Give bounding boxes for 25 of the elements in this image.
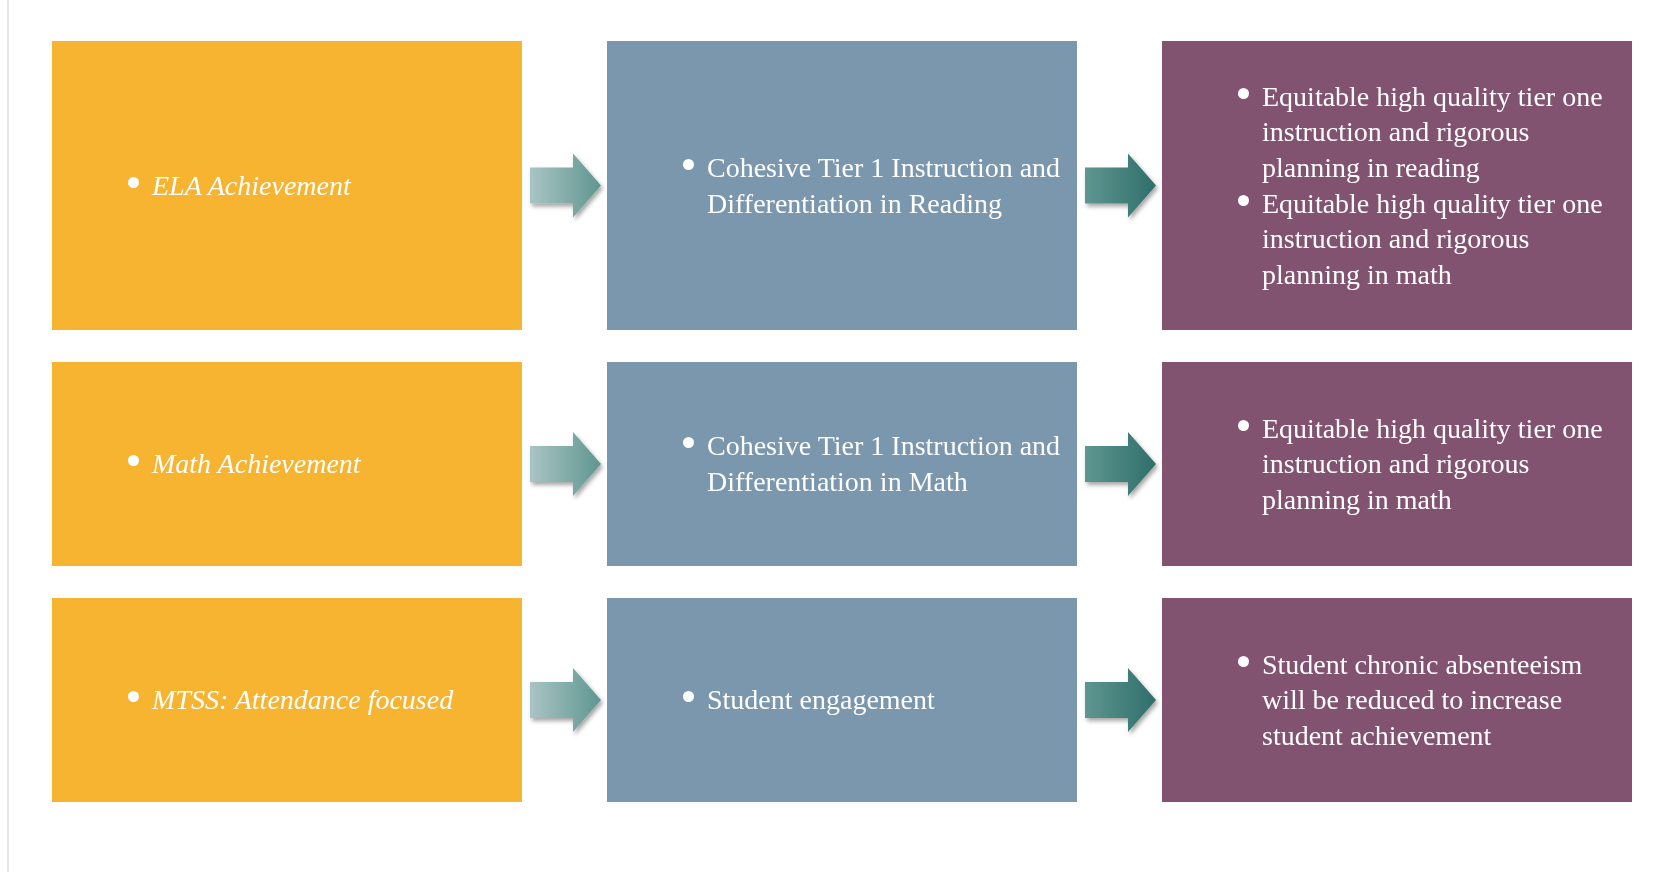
block-arrow bbox=[1085, 153, 1156, 218]
block-arrow bbox=[530, 668, 601, 732]
bullet-text: Math Achievement bbox=[152, 447, 361, 482]
strategy-box bbox=[607, 362, 1077, 566]
block-arrow bbox=[1085, 668, 1156, 732]
bullet-text: Cohesive Tier 1 Instruction and Differentiation in Math bbox=[707, 429, 1062, 499]
strategy-box bbox=[607, 41, 1077, 330]
bullet-text: Equitable high quality tier one instruction and rigorous planning in reading bbox=[1262, 79, 1604, 185]
outcome-box bbox=[1162, 362, 1632, 566]
bullet-text: MTSS: Attendance focused bbox=[152, 683, 454, 718]
block-arrow bbox=[1085, 432, 1156, 496]
bullet-text: Cohesive Tier 1 Instruction and Differentiation in Reading bbox=[707, 150, 1062, 221]
strategy-box bbox=[607, 598, 1077, 802]
bullet-text: Equitable high quality tier one instruction and rigorous planning in math bbox=[1262, 411, 1604, 517]
bullet-text: Equitable high quality tier one instruction and rigorous planning in math bbox=[1262, 186, 1604, 292]
bullet-text: Student engagement bbox=[707, 683, 935, 718]
goal-box bbox=[52, 362, 522, 566]
outcome-box bbox=[1162, 41, 1632, 330]
goal-box bbox=[52, 41, 522, 330]
block-arrow bbox=[530, 153, 601, 218]
block-arrow bbox=[530, 432, 601, 496]
bullet-text: ELA Achievement bbox=[152, 168, 351, 203]
outcome-box bbox=[1162, 598, 1632, 802]
bullet-text: Student chronic absenteeism will be reduced to increase student achievement bbox=[1262, 647, 1584, 753]
goal-box bbox=[52, 598, 522, 802]
